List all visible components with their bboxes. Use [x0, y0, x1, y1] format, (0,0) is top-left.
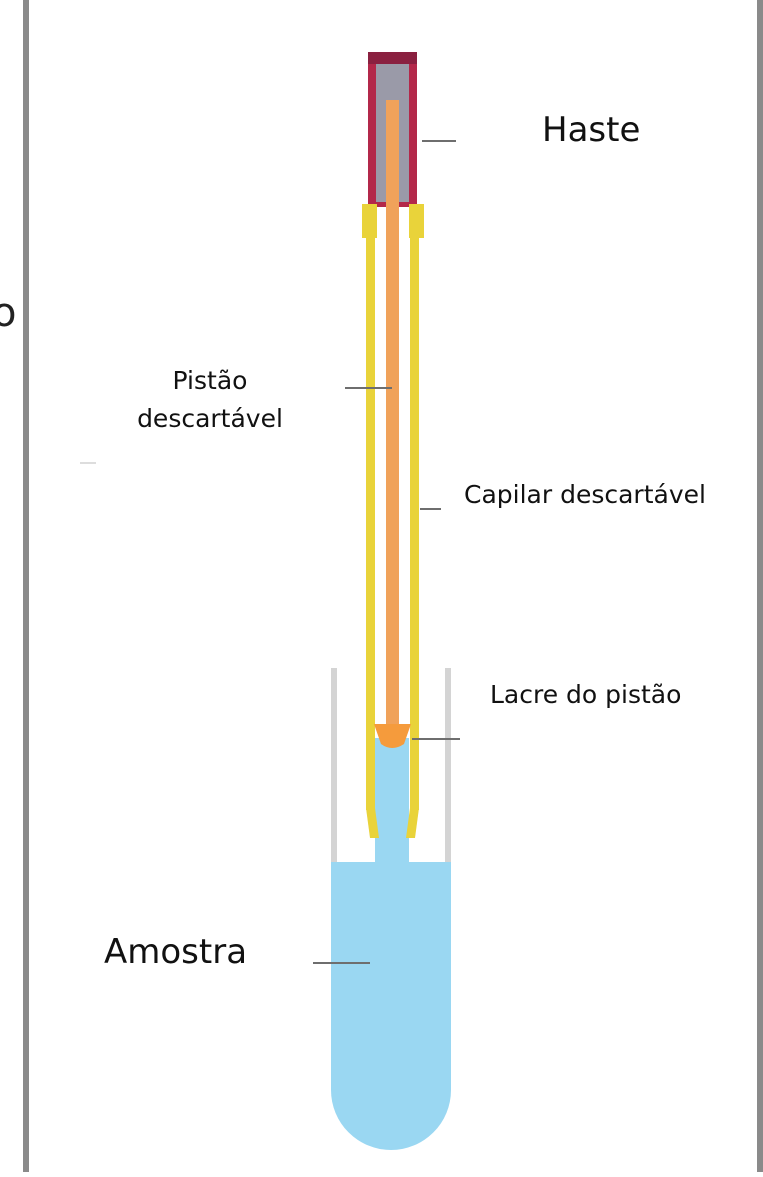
sample-liquid: [331, 862, 451, 1150]
haste-connector: [386, 100, 399, 207]
label-capilar-descartavel: Capilar descartável: [464, 480, 706, 509]
label-lacre-do-pistao: Lacre do pistão: [490, 680, 682, 709]
capillary-left-wall: [366, 236, 375, 810]
haste-top-band: [368, 52, 417, 64]
capillary-collar-right: [409, 204, 424, 238]
label-pistao-line2: descartável: [137, 404, 283, 433]
label-pistao-descartavel: Pistão descartável: [130, 362, 290, 438]
label-haste: Haste: [542, 110, 641, 150]
piston-seal: [374, 724, 411, 748]
capillary-collar-left: [362, 204, 377, 238]
piston-rod: [386, 205, 399, 735]
capillary-left-tip: [366, 808, 379, 838]
capillary-right-wall: [410, 236, 419, 810]
aspirated-sample: [375, 738, 409, 864]
label-pistao-line1: Pistão: [172, 366, 248, 395]
label-amostra: Amostra: [104, 932, 248, 972]
tube-right-wall: [445, 668, 451, 868]
capillary-right-tip: [406, 808, 419, 838]
tube-left-wall: [331, 668, 337, 868]
edge-letter-fragment: o: [0, 290, 17, 336]
frame-left-line: [23, 0, 29, 1172]
frame-right-line: [757, 0, 763, 1172]
